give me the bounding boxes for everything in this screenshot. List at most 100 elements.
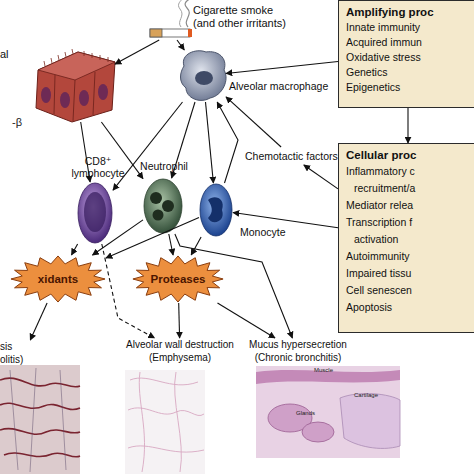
lymphocyte-cell: CD8⁺ lymphocyte xyxy=(68,155,128,247)
cilia xyxy=(44,49,108,66)
outcome-label: sisolitis) xyxy=(0,340,48,368)
list-item: Transcription f activation xyxy=(346,214,450,248)
node-label: Chemotactic factors xyxy=(245,147,338,165)
cell-nucleus xyxy=(195,71,213,85)
list-item: Mediator relea xyxy=(346,197,450,214)
list-item: Cell senescen xyxy=(346,282,450,299)
arrow-connector xyxy=(218,303,276,338)
arrow-connector xyxy=(169,234,173,255)
neutrophil-cell: Neutrophil xyxy=(136,160,192,242)
panel-heading: Amplifying proc xyxy=(346,4,474,20)
arrow-connector xyxy=(226,62,338,74)
burst-label: xidants xyxy=(38,273,78,285)
outcome-label: Mucus hypersecretion(Chronic bronchitis) xyxy=(244,338,352,366)
list-item: Epigenetics xyxy=(346,80,450,95)
cell-nucleus xyxy=(98,84,108,100)
smoke-wisp xyxy=(178,0,183,27)
arrow-connector xyxy=(226,97,281,147)
list-item: Genetics xyxy=(346,65,450,80)
text-holder: Mucus hypersecretion(Chronic bronchitis) xyxy=(244,338,352,366)
annotation-label: Glands xyxy=(296,410,315,417)
fibrosis-strand xyxy=(0,378,80,457)
bronchus-micrograph xyxy=(256,366,400,458)
cigarette-filter xyxy=(150,29,162,37)
arrow-connector xyxy=(206,102,214,183)
list-item: Acquired immun xyxy=(346,35,450,50)
annotation-label: Muscle xyxy=(314,367,333,374)
nucleus-lobe xyxy=(150,192,162,204)
arrow-connector xyxy=(102,244,155,338)
stimulus-label: Cigarette smoke (and other irritants) xyxy=(145,0,295,46)
annotation-label: -β xyxy=(12,116,22,128)
text-holder: xidants xyxy=(10,255,106,303)
outcome-label: Alveolar wall destruction(Emphysema) xyxy=(118,338,242,366)
emphysema-micrograph xyxy=(125,370,205,474)
burst-label: Proteases xyxy=(151,273,206,285)
node-label: Neutrophil xyxy=(136,160,192,172)
macrophage-symbol xyxy=(181,51,227,101)
arrow-connector xyxy=(30,303,47,340)
gland-symbol xyxy=(302,422,334,442)
neutrophil-symbol xyxy=(144,179,182,233)
arrow-connector xyxy=(217,102,238,183)
arrow-connector xyxy=(175,234,293,338)
macrophage-cell: Alveolar macrophage xyxy=(175,48,325,106)
protease-burst: Proteases xyxy=(132,255,224,303)
arrow-connector xyxy=(106,217,199,258)
list-item: Apoptosis xyxy=(346,299,450,316)
arrow-connector xyxy=(93,220,144,255)
lymphocyte-symbol xyxy=(78,183,112,243)
epithelium-block xyxy=(36,52,115,122)
node-label: Monocyte xyxy=(240,226,286,239)
cell-nucleus xyxy=(79,90,89,106)
smoke-wisp xyxy=(185,0,191,27)
arrow-connector xyxy=(81,122,90,182)
starburst-outline xyxy=(11,256,105,302)
arrow-connector xyxy=(304,165,338,189)
list-item: Impaired tissu xyxy=(346,265,450,282)
annotation-label: Cartilage xyxy=(354,392,378,399)
node-label: Alveolar macrophage xyxy=(229,80,328,93)
panel-heading: Cellular proc xyxy=(346,147,474,163)
arrow-connector xyxy=(172,102,195,178)
list-item: Autoimmunity xyxy=(346,248,450,265)
arrow-connector xyxy=(115,40,159,64)
arrow-connector xyxy=(72,244,78,255)
epithelium-surface xyxy=(38,52,115,80)
mediator-label: Chemotactic factors xyxy=(245,147,337,165)
cell-border xyxy=(54,72,95,121)
list-item: Innate immunity xyxy=(346,20,450,35)
text-holder: sisolitis) xyxy=(0,340,48,368)
cartilage-region xyxy=(340,394,400,449)
node-label: Cigarette smoke (and other irritants) xyxy=(193,4,293,30)
arrow-connector xyxy=(178,303,180,338)
text-holder: Proteases xyxy=(132,255,224,303)
cell-nucleus xyxy=(60,92,70,108)
epithelial-cell: al xyxy=(0,46,118,124)
list-item: Oxidative stress xyxy=(346,50,450,65)
process-panel: Cellular procInflammatory c recruitment/… xyxy=(338,143,474,333)
process-panel: Amplifying procInnate immunityAcquired i… xyxy=(338,0,474,108)
arrow-connector xyxy=(407,108,408,143)
outcome-name: Mucus hypersecretion xyxy=(249,338,347,351)
outcome-disease: olitis) xyxy=(0,353,23,366)
cell-nucleus xyxy=(84,192,106,232)
list-item: Inflammatory c recruitment/a xyxy=(346,163,450,197)
arrow-connector xyxy=(233,213,338,228)
outcome-disease: (Chronic bronchitis) xyxy=(255,351,342,364)
fibrosis-micrograph xyxy=(0,365,80,474)
outcome-name: Alveolar wall destruction xyxy=(126,338,234,351)
cigarette-symbol xyxy=(150,29,190,37)
outcome-name: sis xyxy=(0,340,12,353)
arrow-connector xyxy=(191,237,201,255)
nucleus-lobe xyxy=(162,200,174,212)
cell-nucleus xyxy=(208,197,223,222)
alveolar-wall xyxy=(128,372,204,472)
outcome-disease: (Emphysema) xyxy=(149,351,211,364)
cell-nucleus xyxy=(41,87,51,103)
monocyte-cell: Monocyte xyxy=(196,178,292,244)
starburst-outline xyxy=(133,256,223,302)
monocyte-symbol xyxy=(200,184,232,236)
node-label: al xyxy=(0,48,9,61)
